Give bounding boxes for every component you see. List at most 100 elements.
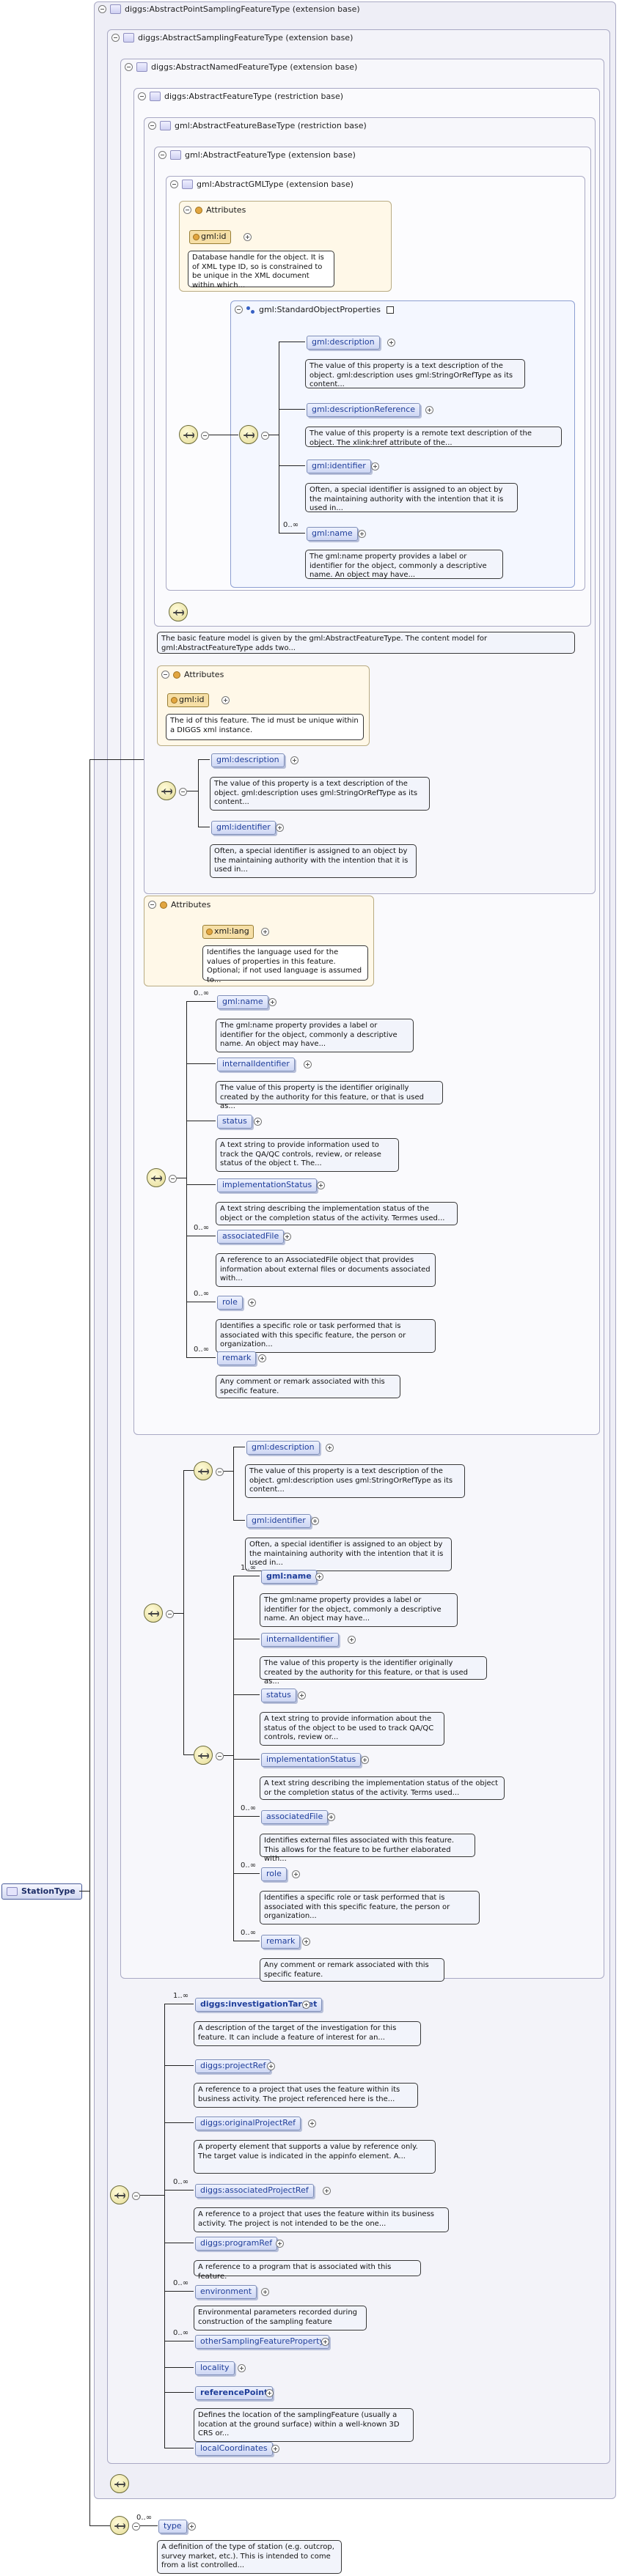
group-header[interactable]: gml:StandardObjectProperties <box>235 305 394 314</box>
expand-icon[interactable] <box>268 998 276 1006</box>
attribute-xml-lang[interactable]: xml:lang <box>202 925 254 939</box>
collapse-icon[interactable] <box>111 33 120 42</box>
element-internal-identifier[interactable]: internalIdentifier <box>217 1058 295 1071</box>
element-gml-name[interactable]: gml:name <box>217 995 268 1009</box>
expand-icon[interactable] <box>258 1354 266 1362</box>
element-gml-description[interactable]: gml:description <box>307 336 380 350</box>
expand-icon[interactable] <box>248 1299 256 1307</box>
expand-icon[interactable] <box>283 1233 291 1241</box>
collapse-icon[interactable] <box>170 180 178 188</box>
element-implementation-status[interactable]: implementationStatus <box>217 1178 318 1192</box>
element-locality[interactable]: locality <box>195 2361 235 2375</box>
expand-icon[interactable] <box>387 339 395 347</box>
expand-icon[interactable] <box>298 1691 306 1700</box>
expand-icon[interactable] <box>348 1636 356 1644</box>
element-local-coordinates[interactable]: localCoordinates <box>195 2442 273 2456</box>
collapse-icon[interactable] <box>125 62 133 71</box>
expand-icon[interactable] <box>254 1118 262 1126</box>
expand-icon[interactable] <box>302 1938 310 1946</box>
attributes-header[interactable]: Attributes <box>148 900 210 909</box>
collapse-icon[interactable] <box>166 1610 174 1618</box>
element-reference-point[interactable]: referencePoint <box>195 2386 274 2400</box>
sequence-icon[interactable] <box>157 781 176 800</box>
collapse-icon[interactable] <box>216 1752 224 1760</box>
expand-icon[interactable] <box>302 2001 310 2009</box>
collapse-icon[interactable] <box>138 92 146 100</box>
collapse-icon[interactable] <box>235 306 243 314</box>
collapse-icon[interactable] <box>158 150 166 159</box>
sequence-icon[interactable] <box>144 1603 163 1623</box>
collapse-icon[interactable] <box>201 432 209 440</box>
element-associated-file[interactable]: associatedFile <box>217 1230 285 1244</box>
type-header-gml-feature[interactable]: gml:AbstractFeatureType (extension base) <box>158 149 356 160</box>
element-role[interactable]: role <box>217 1296 243 1310</box>
expand-icon[interactable] <box>238 2364 246 2372</box>
type-header-feature[interactable]: diggs:AbstractFeatureType (restriction b… <box>138 90 343 102</box>
expand-icon[interactable] <box>308 2119 316 2127</box>
expand-icon[interactable] <box>358 530 366 538</box>
expand-icon[interactable] <box>271 2445 279 2453</box>
expand-icon[interactable] <box>267 2062 275 2070</box>
type-header-gml-feature-base[interactable]: gml:AbstractFeatureBaseType (restriction… <box>148 119 367 131</box>
collapse-icon[interactable] <box>216 1468 224 1476</box>
element-status[interactable]: status <box>261 1689 296 1702</box>
attributes-header[interactable]: Attributes <box>183 205 246 215</box>
element-associated-project-ref[interactable]: diggs:associatedProjectRef <box>195 2184 314 2198</box>
sequence-icon[interactable] <box>110 2474 129 2493</box>
element-role[interactable]: role <box>261 1867 287 1881</box>
element-type[interactable]: type <box>158 2520 187 2533</box>
expand-icon[interactable] <box>326 1444 334 1452</box>
expand-icon[interactable] <box>261 2288 269 2296</box>
attribute-gml-id[interactable]: gml:id <box>167 693 209 707</box>
element-gml-description[interactable]: gml:description <box>211 753 285 767</box>
attribute-gml-id[interactable]: gml:id <box>189 230 231 244</box>
collapse-icon[interactable] <box>161 671 169 679</box>
element-internal-identifier[interactable]: internalIdentifier <box>261 1633 339 1647</box>
choice-icon[interactable] <box>194 1461 213 1480</box>
element-gml-name[interactable]: gml:name <box>261 1570 317 1584</box>
type-header-point-sampling[interactable]: diggs:AbstractPointSamplingFeatureType (… <box>98 3 360 15</box>
element-environment[interactable]: environment <box>195 2285 257 2299</box>
expand-icon[interactable] <box>188 2523 196 2531</box>
element-original-project-ref[interactable]: diggs:originalProjectRef <box>195 2116 301 2130</box>
element-associated-file[interactable]: associatedFile <box>261 1810 329 1824</box>
expand-icon[interactable] <box>371 462 379 470</box>
expand-icon[interactable] <box>315 1573 323 1581</box>
type-header-gml-gml[interactable]: gml:AbstractGMLType (extension base) <box>170 178 354 190</box>
expand-icon[interactable] <box>327 1813 335 1821</box>
expand-icon[interactable] <box>317 1181 325 1189</box>
element-remark[interactable]: remark <box>261 1935 301 1949</box>
type-header-named[interactable]: diggs:AbstractNamedFeatureType (extensio… <box>125 61 357 73</box>
element-program-ref[interactable]: diggs:programRef <box>195 2237 278 2251</box>
sequence-icon[interactable] <box>194 1746 213 1765</box>
expand-icon[interactable] <box>261 928 269 936</box>
expand-icon[interactable] <box>276 2240 284 2248</box>
collapse-icon[interactable] <box>132 2523 140 2531</box>
collapse-icon[interactable] <box>261 432 269 440</box>
expand-icon[interactable] <box>221 696 230 704</box>
expand-icon[interactable] <box>425 406 433 414</box>
collapse-icon[interactable] <box>183 206 191 214</box>
element-status[interactable]: status <box>217 1115 252 1129</box>
sequence-icon[interactable] <box>110 2516 129 2535</box>
expand-icon[interactable] <box>321 2338 329 2346</box>
expand-icon[interactable] <box>304 1060 312 1069</box>
element-gml-description-reference[interactable]: gml:descriptionReference <box>307 403 421 417</box>
type-header-sampling[interactable]: diggs:AbstractSamplingFeatureType (exten… <box>111 32 353 43</box>
expand-icon[interactable] <box>276 824 284 832</box>
element-gml-identifier[interactable]: gml:identifier <box>246 1514 311 1528</box>
expand-icon[interactable] <box>311 1517 319 1525</box>
expand-icon[interactable] <box>292 1870 300 1878</box>
element-other-sampling-feature-property[interactable]: otherSamplingFeatureProperty <box>195 2335 329 2349</box>
attributes-header[interactable]: Attributes <box>161 670 224 679</box>
sequence-icon[interactable] <box>239 425 258 444</box>
sequence-icon[interactable] <box>147 1168 166 1187</box>
expand-icon[interactable] <box>323 2187 331 2195</box>
expand-icon[interactable] <box>243 233 252 241</box>
collapse-icon[interactable] <box>132 2192 140 2200</box>
expand-icon[interactable] <box>265 2389 274 2397</box>
element-remark[interactable]: remark <box>217 1351 257 1365</box>
expand-icon[interactable] <box>361 1756 369 1764</box>
collapse-icon[interactable] <box>148 901 156 909</box>
collapse-icon[interactable] <box>179 788 187 796</box>
